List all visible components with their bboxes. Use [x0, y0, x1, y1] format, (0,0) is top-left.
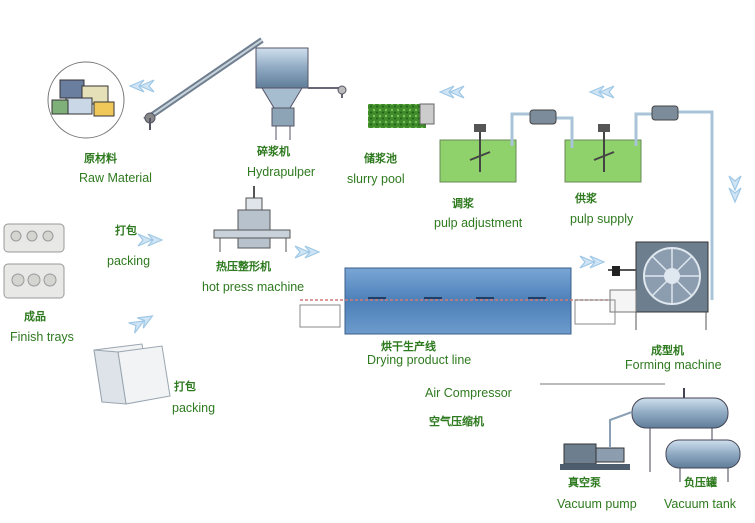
pulp-adjustment-label: pulp adjustment [434, 216, 523, 230]
finish-trays-label: Finish trays [10, 330, 74, 344]
drying-line-label-zh: 烘干生产线 [381, 340, 436, 353]
forming-machine-illustration [608, 241, 709, 330]
pulp-tanks-illustration [439, 105, 714, 300]
hot-press-label: hot press machine [202, 280, 305, 294]
pulp-adjustment-label-zh: 调浆 [452, 197, 474, 210]
packing-bottom-label: packing [172, 401, 216, 415]
flow-arrow [294, 245, 321, 259]
hydrapulper-label-zh: 碎浆机 [257, 145, 290, 158]
vacuum-pump-label: Vacuum pump [557, 497, 637, 511]
drying-line-label: Drying product line [367, 353, 472, 367]
raw-material-illustration [47, 61, 125, 139]
raw-material-label: Raw Material [79, 171, 152, 185]
vacuum-tank-illustration [631, 388, 741, 482]
hot-press-illustration [213, 186, 291, 252]
flow-arrow [588, 85, 615, 99]
hydrapulper-label: Hydrapulper [247, 165, 316, 179]
hydrapulper-illustration [143, 37, 347, 140]
flow-arrow [128, 79, 155, 93]
egg-tray-illustration [3, 223, 65, 299]
hot-press-label-zh: 热压整形机 [216, 260, 271, 273]
flow-arrow [137, 233, 164, 247]
slurry-pool-illustration [368, 103, 435, 128]
flow-arrow [128, 315, 154, 334]
raw-material-label-zh: 原材料 [84, 152, 117, 165]
flow-arrows [128, 79, 742, 334]
air-compressor-label-zh: 空气压缩机 [429, 415, 484, 428]
vacuum-tank-label-zh: 负压罐 [684, 476, 717, 489]
packed-trays-illustration [93, 343, 171, 405]
pulp-supply-label: pulp supply [570, 212, 634, 226]
drying-line-illustration [299, 267, 616, 335]
vacuum-tank-label: Vacuum tank [664, 497, 737, 511]
finish-trays-label-zh: 成品 [24, 310, 46, 323]
packing-bottom-label-zh: 打包 [174, 380, 196, 393]
vacuum-pump-label-zh: 真空泵 [568, 476, 601, 489]
flow-arrow [579, 255, 606, 269]
forming-machine-label-zh: 成型机 [651, 344, 684, 357]
flow-arrow [438, 85, 465, 99]
slurry-pool-label-zh: 储浆池 [364, 152, 397, 165]
air-compressor-label: Air Compressor [425, 386, 512, 400]
packing-top-label-zh: 打包 [115, 224, 137, 237]
forming-machine-label: Forming machine [625, 358, 722, 372]
pulp-supply-label-zh: 供浆 [575, 192, 597, 205]
vacuum-pump-illustration [560, 411, 633, 470]
packing-top-label: packing [107, 254, 151, 268]
slurry-pool-label: slurry pool [347, 172, 405, 186]
flow-arrow [728, 175, 742, 204]
